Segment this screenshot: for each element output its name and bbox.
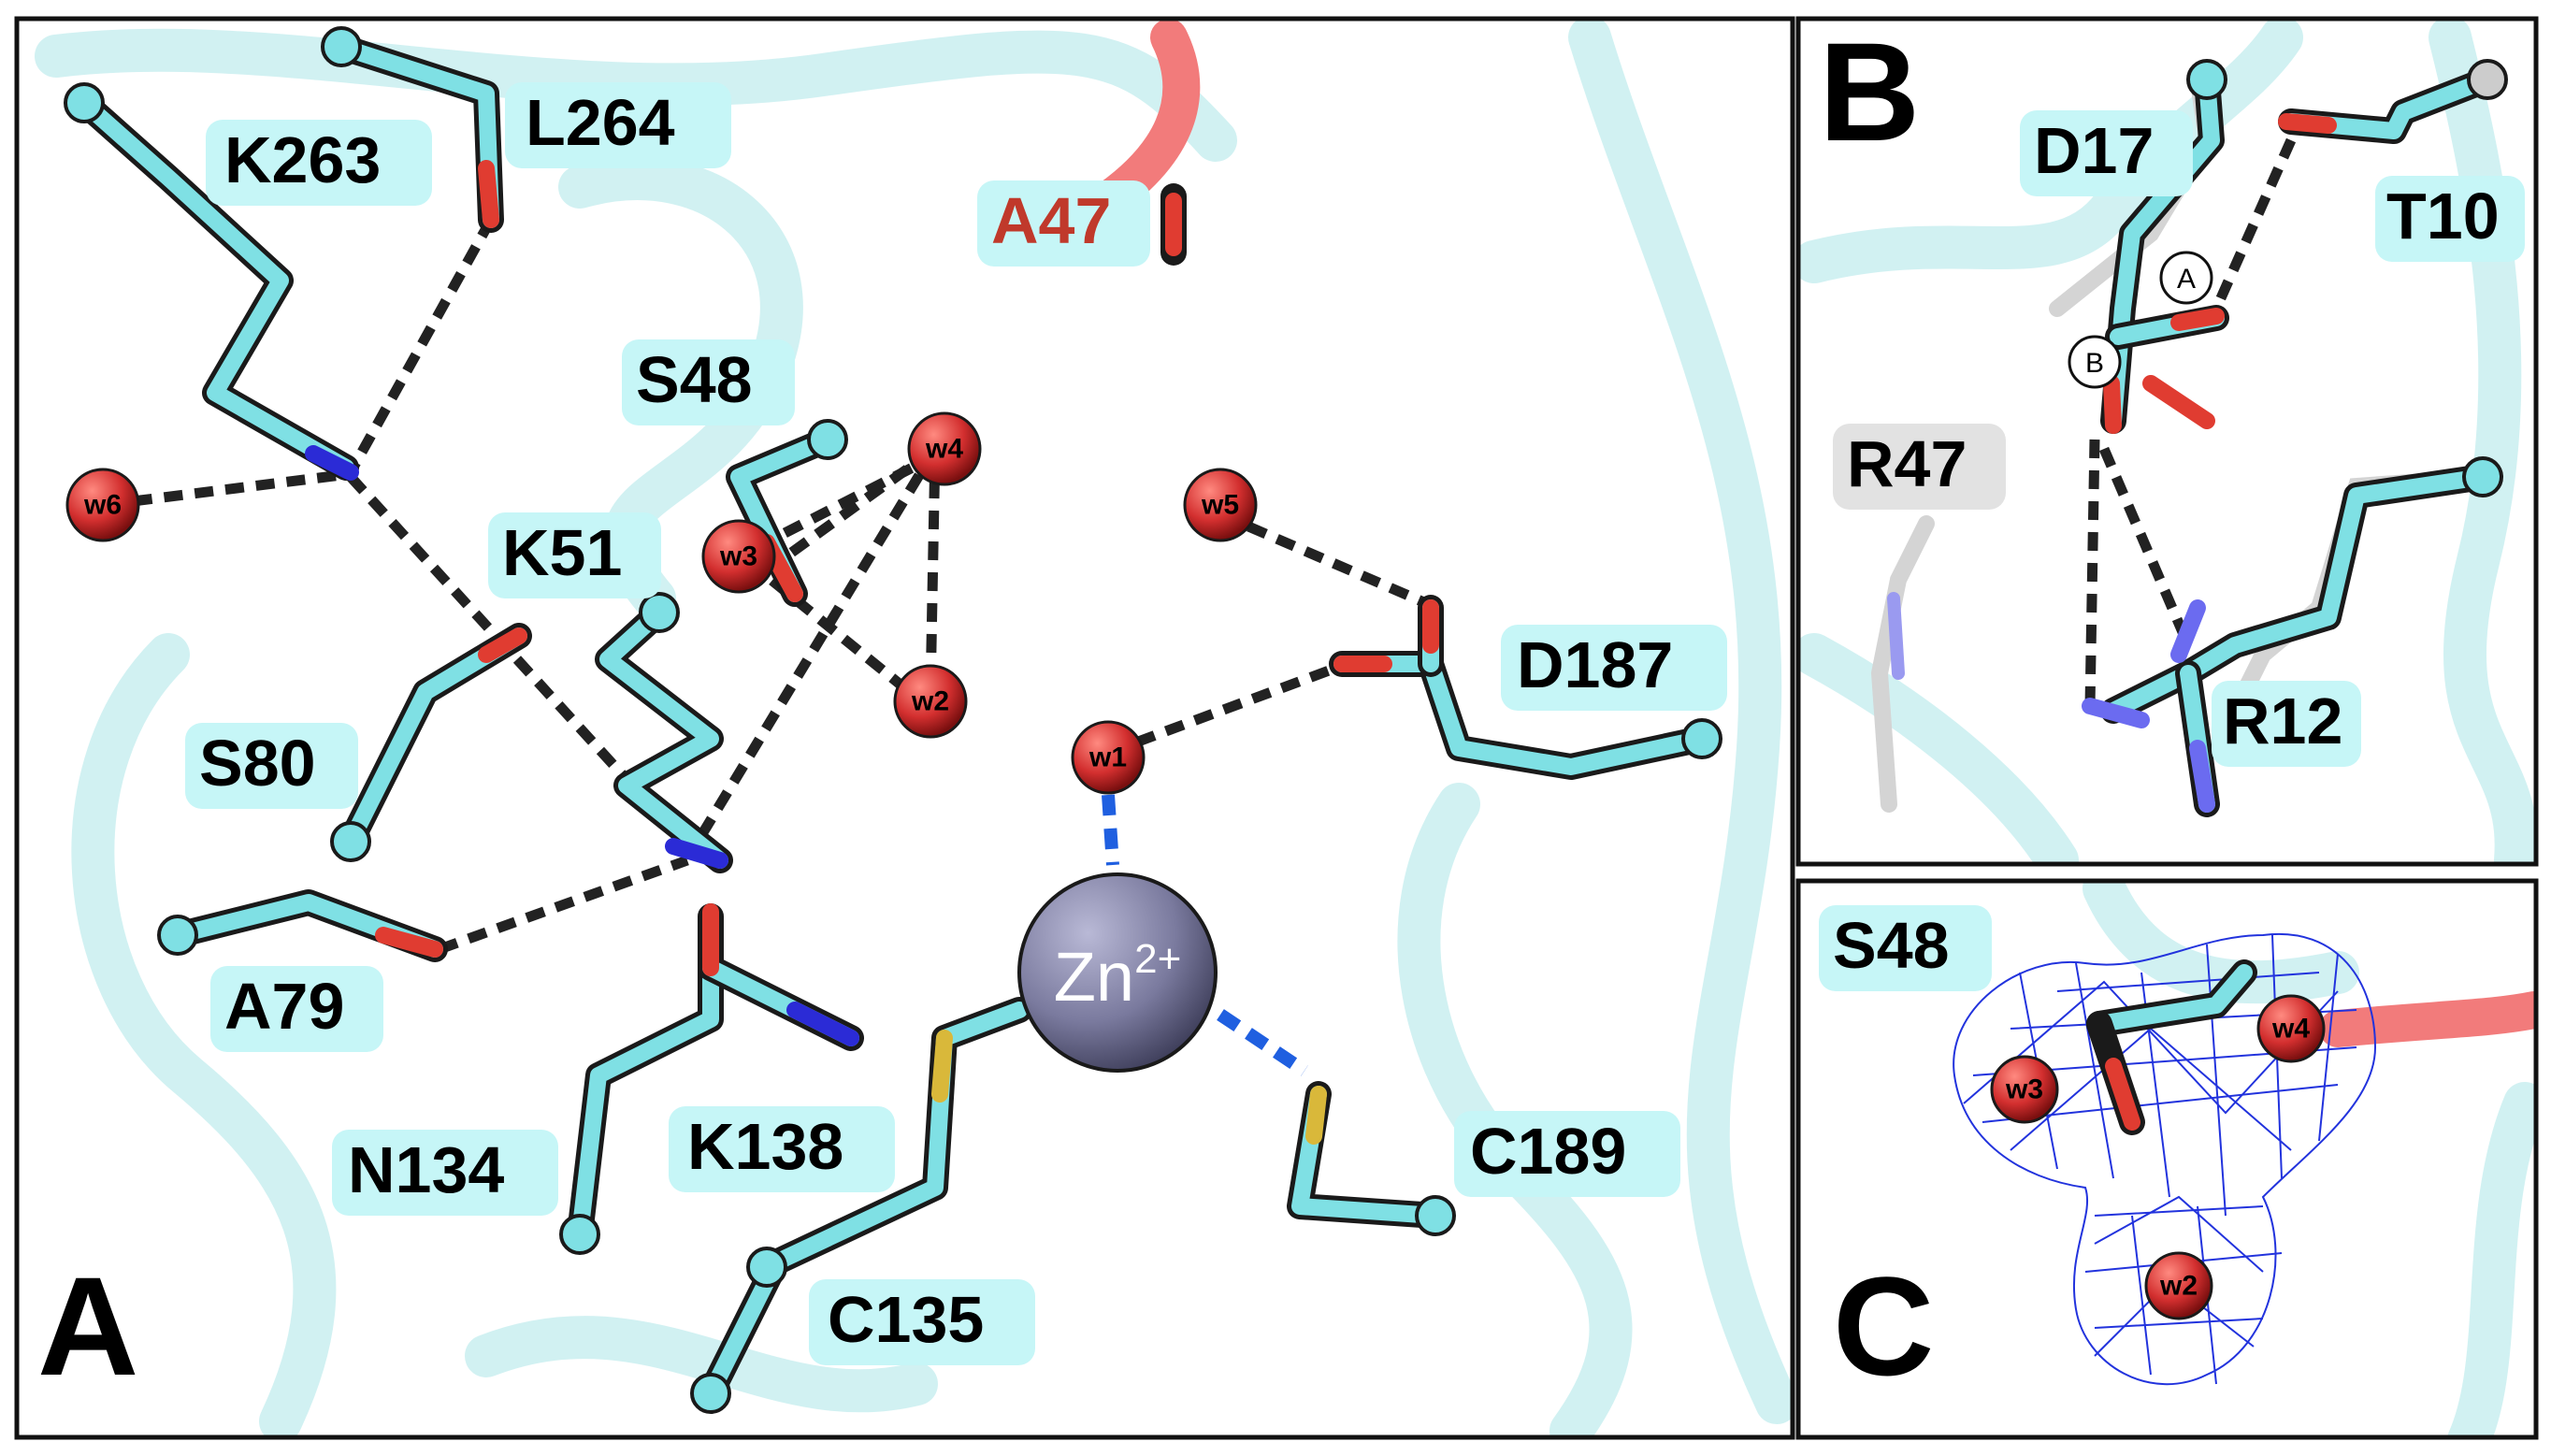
hydrogen-bonds-b xyxy=(2084,137,2297,707)
water-molecules-a: w6 w3 w4 w2 w5 w1 xyxy=(65,411,1258,795)
zinc-ion: Zn2+ xyxy=(1017,872,1218,1073)
water-w1: w1 xyxy=(1071,720,1146,795)
conformer-b-marker: B xyxy=(2085,348,2104,379)
water-label-w3-c: w3 xyxy=(2005,1074,2043,1105)
water-w3-c: w3 xyxy=(1990,1055,2059,1124)
water-w2: w2 xyxy=(893,664,968,739)
residue-label-s80: S80 xyxy=(199,727,316,800)
conformer-markers: A B xyxy=(2068,251,2213,389)
panel-a-frame xyxy=(14,16,1795,1440)
residue-label-r47: R47 xyxy=(1847,427,1967,500)
water-label-w2-c: w2 xyxy=(2159,1271,2198,1302)
panel-letter-c: C xyxy=(1833,1247,1934,1405)
water-w4: w4 xyxy=(907,411,982,486)
water-label-w1: w1 xyxy=(1088,742,1127,773)
residue-label-c189: C189 xyxy=(1470,1115,1626,1188)
panel-c: w3 w4 w2 S48 C xyxy=(1795,878,2539,1440)
residue-label-s48-c: S48 xyxy=(1833,909,1950,982)
residue-sticks-b xyxy=(2100,66,2501,817)
water-w2-c: w2 xyxy=(2144,1251,2213,1320)
panel-b-frame xyxy=(1795,16,2539,867)
residue-label-k138: K138 xyxy=(687,1110,843,1183)
water-label-w3: w3 xyxy=(719,541,757,572)
residue-label-a79: A79 xyxy=(224,970,344,1043)
residue-label-r12: R12 xyxy=(2223,685,2342,757)
residue-label-l264: L264 xyxy=(526,86,675,159)
svg-text:Zn2+: Zn2+ xyxy=(1054,936,1182,1016)
panel-c-frame xyxy=(1795,878,2539,1440)
residue-label-t10: T10 xyxy=(2386,180,2500,252)
conformer-a-marker: A xyxy=(2177,264,2196,295)
water-label-w4: w4 xyxy=(925,434,963,465)
residue-label-s48: S48 xyxy=(636,343,753,416)
heteroatom-tips-a xyxy=(305,160,1439,1145)
panel-b: A B D17 T10 R47 R12 B xyxy=(1795,13,2539,867)
water-w4-c: w4 xyxy=(2256,994,2326,1063)
residue-label-a47: A47 xyxy=(991,184,1111,257)
residue-label-d187: D187 xyxy=(1517,628,1673,701)
residue-labels-b: D17 T10 R47 R12 xyxy=(1833,110,2525,767)
residue-label-d17: D17 xyxy=(2034,114,2154,187)
residue-labels-a: K263 L264 A47 S48 K51 S80 A79 N134 K138 … xyxy=(185,82,1727,1365)
stick-termini-a xyxy=(64,26,1722,1414)
panel-letter-a: A xyxy=(37,1247,138,1405)
residue-label-n134: N134 xyxy=(348,1133,504,1206)
water-label-w5: w5 xyxy=(1201,490,1239,521)
residue-label-k263: K263 xyxy=(224,123,381,196)
water-molecules-c: w3 w4 w2 xyxy=(1990,994,2326,1320)
zinc-charge: 2+ xyxy=(1134,936,1181,982)
panel-letter-b: B xyxy=(1819,13,1920,170)
water-w3: w3 xyxy=(701,519,776,594)
residue-label-c135: C135 xyxy=(828,1283,984,1356)
stick-termini-b xyxy=(2186,59,2508,497)
heteroatom-tips-b xyxy=(1887,113,2337,813)
panel-a: w6 w3 w4 w2 w5 w1 xyxy=(14,16,1795,1440)
panel-c-ribbon-background xyxy=(2083,883,2534,1435)
water-label-w6: w6 xyxy=(83,490,122,521)
water-w5: w5 xyxy=(1183,468,1258,542)
water-label-w2: w2 xyxy=(911,686,949,717)
water-label-w4-c: w4 xyxy=(2271,1014,2310,1045)
water-w6: w6 xyxy=(65,468,140,542)
residue-sticks-c xyxy=(2086,959,2257,1135)
residue-label-k51: K51 xyxy=(502,516,622,589)
zinc-symbol: Zn xyxy=(1054,938,1134,1016)
